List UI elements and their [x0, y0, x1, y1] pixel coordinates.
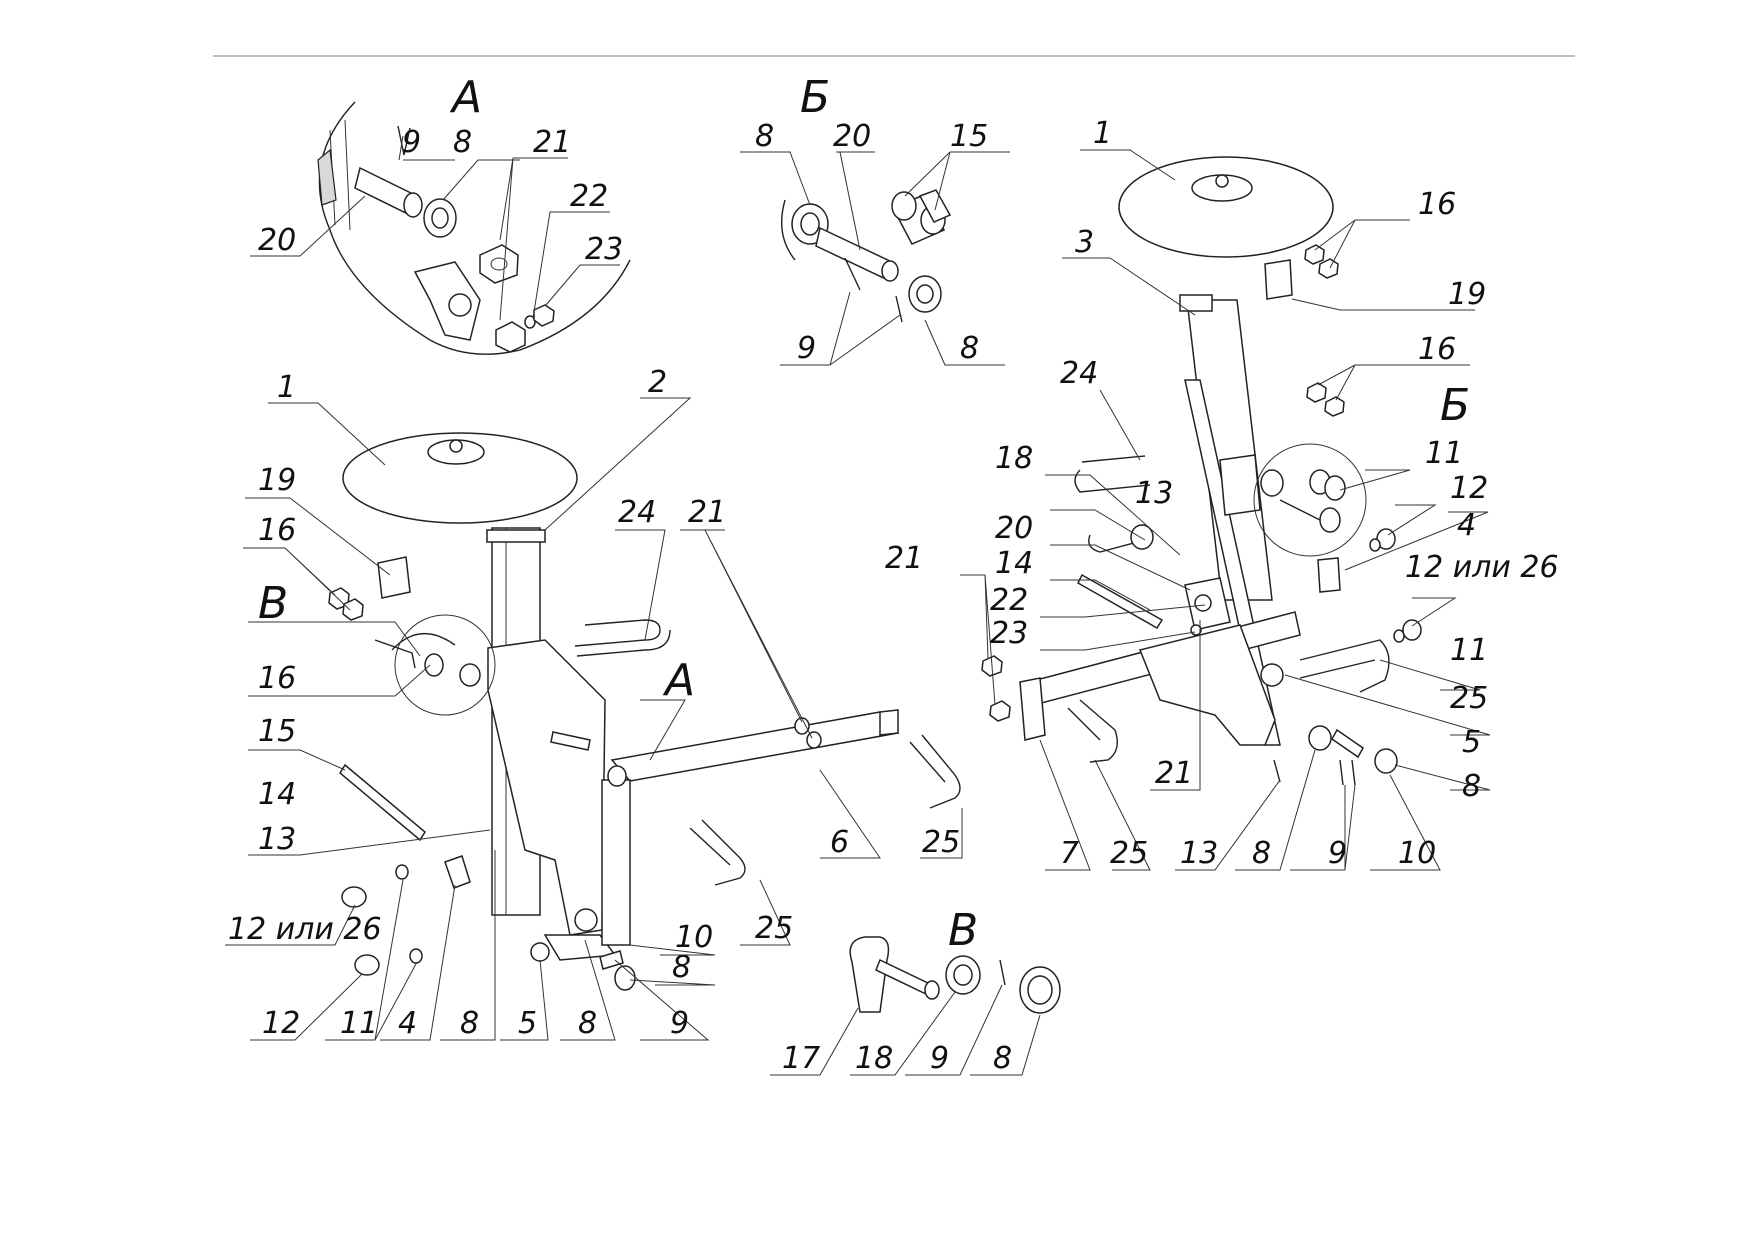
label-r-12or26: 12 или 26 [1405, 550, 1559, 585]
label-r-3: 3 [1075, 225, 1094, 260]
label-v-9: 9 [930, 1041, 949, 1076]
label-l-12or26: 12 или 26 [228, 912, 382, 947]
label-l-15: 15 [258, 714, 296, 749]
label-l-11: 11 [340, 1006, 378, 1041]
label-r-23: 23 [990, 616, 1028, 651]
label-r-20: 20 [995, 511, 1033, 546]
label-r-21a: 21 [885, 541, 923, 576]
label-l-10: 10 [675, 920, 713, 955]
label-r-24: 24 [1060, 356, 1098, 391]
label-r-13b: 13 [1180, 836, 1218, 871]
label-l-2: 2 [648, 365, 667, 400]
label-b-20: 20 [833, 119, 871, 154]
label-l-19: 19 [258, 463, 296, 498]
label-r-25b: 25 [1110, 836, 1148, 871]
detail-view-v: В 17 18 9 8 [770, 905, 1061, 1076]
label-l-16b: 16 [258, 661, 296, 696]
view-title-v: В [948, 905, 978, 956]
label-r-8a: 8 [1462, 769, 1481, 804]
label-l-1: 1 [277, 370, 296, 405]
label-b-15: 15 [950, 119, 988, 154]
label-l-5: 5 [518, 1006, 537, 1041]
label-l-24: 24 [618, 495, 656, 530]
label-r-14: 14 [995, 546, 1033, 581]
label-l-9: 9 [670, 1006, 689, 1041]
label-b-8-top: 8 [755, 119, 774, 154]
label-r-8b: 8 [1252, 836, 1271, 871]
label-l-12: 12 [262, 1006, 300, 1041]
label-r-21b: 21 [1155, 756, 1193, 791]
label-v-18: 18 [855, 1041, 893, 1076]
label-r-5: 5 [1462, 725, 1481, 760]
label-l-13: 13 [258, 822, 296, 857]
label-a-21: 21 [533, 125, 571, 160]
label-r-13a: 13 [1135, 476, 1173, 511]
label-l-16a: 16 [258, 513, 296, 548]
label-a-22: 22 [570, 179, 608, 214]
label-l-21: 21 [688, 495, 726, 530]
label-r-11b: 11 [1450, 633, 1488, 668]
label-r-18: 18 [995, 441, 1033, 476]
label-b-9: 9 [797, 331, 816, 366]
label-l-14: 14 [258, 777, 296, 812]
label-l-4: 4 [398, 1006, 417, 1041]
label-r-12: 12 [1450, 471, 1488, 506]
label-l-8b: 8 [578, 1006, 597, 1041]
label-r-16b: 16 [1418, 332, 1456, 367]
label-r-9: 9 [1328, 836, 1347, 871]
label-l-a: А [662, 655, 695, 706]
label-v-8: 8 [993, 1041, 1012, 1076]
view-title-b: Б [800, 72, 830, 123]
label-r-b: Б [1440, 380, 1470, 431]
label-v-17: 17 [782, 1041, 820, 1076]
label-r-4: 4 [1457, 508, 1476, 543]
view-title-a: А [449, 72, 482, 123]
label-a-20: 20 [258, 223, 296, 258]
label-r-7: 7 [1060, 836, 1079, 871]
detail-view-a: А 9 8 21 22 23 20 [250, 72, 631, 355]
label-r-16a: 16 [1418, 187, 1456, 222]
label-l-v: В [258, 578, 288, 629]
label-l-8c: 8 [672, 950, 691, 985]
label-l-6: 6 [830, 825, 849, 860]
label-r-10: 10 [1398, 836, 1436, 871]
label-r-25a: 25 [1450, 681, 1488, 716]
label-r-1: 1 [1093, 116, 1112, 151]
label-a-9: 9 [402, 125, 421, 160]
label-l-25a: 25 [922, 825, 960, 860]
label-a-23: 23 [585, 232, 623, 267]
left-assembly: 1 2 19 16 24 21 В 16 15 14 13 А 6 25 25 … [225, 365, 963, 1041]
right-assembly: 1 3 16 19 24 16 Б 11 12 4 12 или 26 11 2… [885, 116, 1559, 871]
label-r-22: 22 [990, 583, 1028, 618]
label-l-25b: 25 [755, 911, 793, 946]
label-l-8a: 8 [460, 1006, 479, 1041]
label-r-19: 19 [1448, 277, 1486, 312]
label-b-8-bottom: 8 [960, 331, 979, 366]
label-a-8: 8 [453, 125, 472, 160]
label-r-11a: 11 [1425, 436, 1463, 471]
detail-view-b: Б 8 20 15 9 8 [740, 72, 1010, 366]
